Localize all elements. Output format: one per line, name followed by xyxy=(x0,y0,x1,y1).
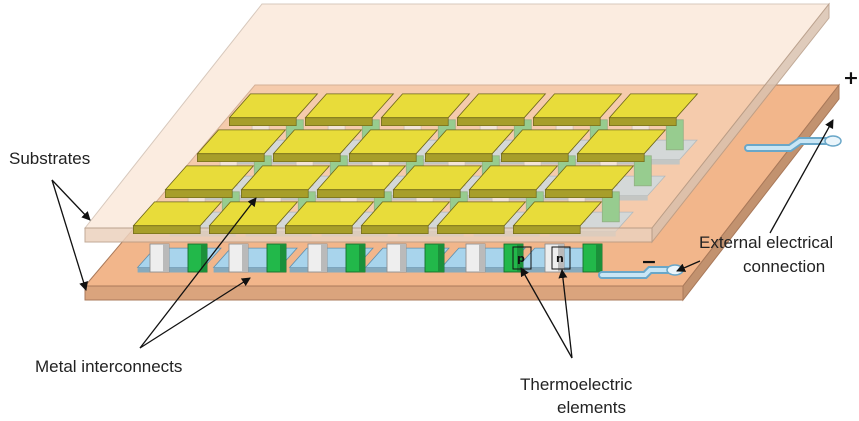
top-metal-pad xyxy=(240,165,331,191)
top-metal-pad xyxy=(512,201,603,227)
leg-shadow xyxy=(517,244,523,272)
leg-shadow xyxy=(596,244,602,272)
substrates-label: Substrates xyxy=(9,149,90,168)
top-metal-pad xyxy=(208,201,299,227)
top-metal-pad xyxy=(392,165,483,191)
top-metal-pad-edge xyxy=(457,117,525,127)
top-metal-pad xyxy=(316,165,407,191)
top-metal-pad-edge xyxy=(361,225,429,235)
leg-shadow xyxy=(479,244,485,272)
leg-shadow xyxy=(558,244,564,272)
top-metal-pad xyxy=(576,129,667,155)
metal-interconnects-label: Metal interconnects xyxy=(35,357,182,376)
top-metal-pad-edge xyxy=(285,225,353,235)
top-metal-pad xyxy=(424,129,515,155)
external-connection-label-line2: connection xyxy=(743,257,825,276)
positive-terminal-sign: + xyxy=(843,67,859,89)
top-metal-pad-edge xyxy=(469,189,537,199)
thermoelectric-elements-label-line2: elements xyxy=(557,398,626,417)
top-metal-pad-edge xyxy=(273,153,341,163)
top-metal-pad-edge xyxy=(425,153,493,163)
front-row-legs xyxy=(149,243,603,273)
top-metal-pad-edge xyxy=(209,225,277,235)
top-metal-pad-edge xyxy=(609,117,677,127)
top-metal-pad xyxy=(500,129,591,155)
leg-shadow xyxy=(321,244,327,272)
arrow-thermo-p xyxy=(520,267,573,359)
negative-terminal-sign: − xyxy=(641,251,657,273)
arrow-substrates-bottom xyxy=(51,179,88,291)
top-metal-pad xyxy=(380,93,471,119)
top-metal-pad xyxy=(348,129,439,155)
leg-shadow xyxy=(201,244,207,272)
top-metal-pad-edge xyxy=(349,153,417,163)
top-metal-pad xyxy=(456,93,547,119)
arrow-external-minus xyxy=(676,260,701,272)
external-connection-leads xyxy=(598,135,842,279)
top-metal-pad xyxy=(228,93,319,119)
top-metal-pad xyxy=(544,165,635,191)
top-metal-pad xyxy=(360,201,451,227)
top-metal-pad-edge xyxy=(133,225,201,235)
top-metal-pad xyxy=(164,165,255,191)
leg-shadow xyxy=(163,244,169,272)
top-metal-pad-edge xyxy=(501,153,569,163)
top-metal-pad-edge xyxy=(305,117,373,127)
arrow-thermo-n xyxy=(558,269,573,359)
top-metal-interconnects xyxy=(132,93,699,235)
top-metal-pad xyxy=(468,165,559,191)
leg-shadow xyxy=(359,244,365,272)
n-type-label: n xyxy=(556,252,564,265)
leg-shadow xyxy=(280,244,286,272)
arrow-interconnect-top xyxy=(139,197,257,349)
annotation-arrows xyxy=(51,119,834,359)
top-metal-pad-edge xyxy=(317,189,385,199)
top-metal-pad-edge xyxy=(577,153,645,163)
top-metal-pad-edge xyxy=(533,117,601,127)
top-metal-pad-edge xyxy=(381,117,449,127)
top-metal-pad xyxy=(304,93,395,119)
top-metal-pad-edge xyxy=(197,153,265,163)
thermoelectric-elements-label-line1: Thermoelectric xyxy=(520,375,633,394)
top-metal-pad xyxy=(272,129,363,155)
arrow-external-plus xyxy=(769,119,834,234)
arrow-substrates-top xyxy=(51,179,91,221)
p-type-label: p xyxy=(517,252,525,265)
top-metal-pad xyxy=(608,93,699,119)
top-metal-pad-edge xyxy=(241,189,309,199)
arrow-interconnect-bottom xyxy=(139,277,251,349)
top-metal-pad xyxy=(284,201,375,227)
external-connection-label-line1: External electrical xyxy=(699,233,833,252)
top-metal-pad xyxy=(436,201,527,227)
top-metal-pad-edge xyxy=(165,189,233,199)
leg-shadow xyxy=(438,244,444,272)
top-metal-pad-edge xyxy=(437,225,505,235)
leg-shadow xyxy=(242,244,248,272)
top-metal-pad-edge xyxy=(229,117,297,127)
top-metal-pad xyxy=(532,93,623,119)
leg-shadow xyxy=(400,244,406,272)
top-metal-pad-edge xyxy=(513,225,581,235)
top-metal-pad-edge xyxy=(545,189,613,199)
top-metal-pad-edge xyxy=(393,189,461,199)
top-metal-pad xyxy=(196,129,287,155)
top-metal-pad xyxy=(132,201,223,227)
